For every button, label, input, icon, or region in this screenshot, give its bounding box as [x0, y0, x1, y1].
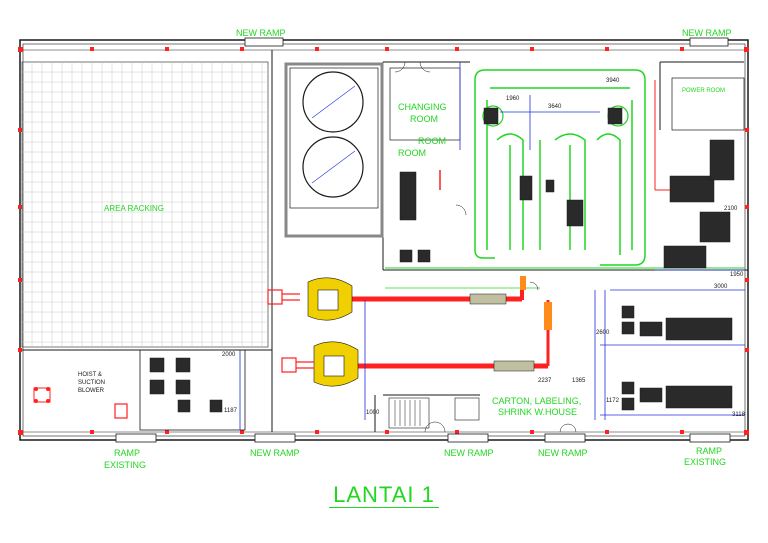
- dim-1187: 1187: [224, 408, 237, 414]
- label-changing-room-line1: CHANGING: [398, 102, 447, 112]
- unloaders: [307, 277, 359, 387]
- outer-walls: [19, 39, 749, 441]
- label-changing-room-line2: ROOM: [410, 114, 438, 124]
- dim-1000: 1000: [366, 410, 380, 416]
- ramp-openings: [115, 37, 731, 443]
- label-ramp-existing-right-line2: EXISTING: [684, 457, 727, 467]
- hoist-marker: [34, 387, 50, 403]
- label-area-racking: AREA RACKING: [104, 204, 165, 213]
- label-new-ramp-bottom-3: NEW RAMP: [538, 448, 588, 458]
- label-new-ramp-top-left: NEW RAMP: [236, 28, 286, 38]
- label-new-ramp-top-right: NEW RAMP: [682, 28, 732, 38]
- dim-2600: 2600: [596, 330, 610, 336]
- dim-2000: 2000: [222, 352, 236, 358]
- label-new-ramp-bottom-2: NEW RAMP: [444, 448, 494, 458]
- dim-1365: 1365: [572, 378, 586, 384]
- label-hoist-line2: SUCTION: [78, 380, 105, 386]
- dim-1960: 1960: [506, 96, 520, 102]
- stair: [394, 400, 421, 426]
- label-hoist-line1: HOIST &: [78, 372, 102, 378]
- dim-2237: 2237: [538, 378, 552, 384]
- dim-1950: 1950: [730, 272, 744, 278]
- dim-3640: 3640: [548, 104, 562, 110]
- dim-3000: 3000: [714, 284, 728, 290]
- dim-3940: 3940: [606, 78, 620, 84]
- label-room-small-1: ROOM: [418, 136, 446, 146]
- column-markers: [18, 47, 749, 435]
- tank-area: [284, 62, 384, 238]
- accent-blocks: [469, 276, 552, 372]
- label-carton-line1: CARTON, LABELING,: [492, 396, 582, 406]
- dim-3118: 3118: [732, 412, 745, 418]
- machines: [149, 105, 735, 413]
- label-ramp-existing-left-line1: RAMP: [114, 448, 141, 458]
- dim-2100: 2100: [724, 206, 738, 212]
- label-hoist-line3: BLOWER: [78, 388, 105, 394]
- racking-grid: [21, 61, 269, 348]
- label-new-ramp-bottom-1: NEW RAMP: [250, 448, 300, 458]
- doors: [394, 61, 577, 433]
- drawing-title: LANTAI 1: [0, 482, 768, 508]
- dim-1172: 1172: [606, 398, 619, 404]
- conveyor-loops: [385, 69, 745, 289]
- label-power-room: POWER ROOM: [682, 88, 725, 94]
- label-carton-line2: SHRINK W.HOUSE: [498, 407, 578, 417]
- label-ramp-existing-left-line2: EXISTING: [104, 460, 147, 470]
- drawing-title-text: LANTAI 1: [329, 482, 439, 508]
- service-lines: [239, 62, 745, 430]
- label-ramp-existing-right-line1: RAMP: [696, 446, 723, 456]
- interior-walls: [22, 50, 748, 432]
- forklifts: [33, 289, 314, 419]
- label-room-small-2: ROOM: [398, 148, 426, 158]
